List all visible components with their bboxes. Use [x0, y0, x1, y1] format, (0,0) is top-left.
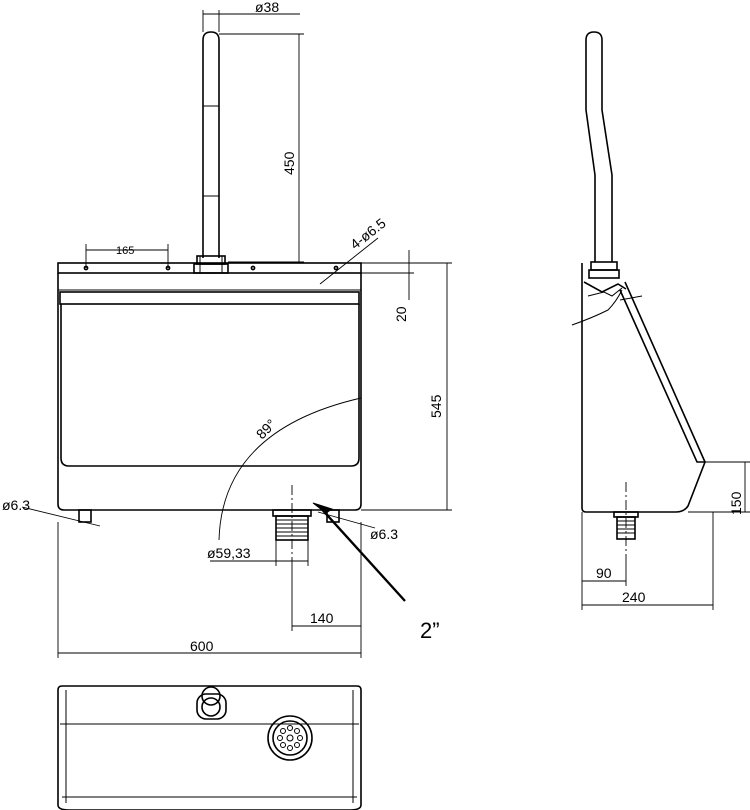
dim-pipe-height: 450 — [219, 33, 304, 263]
top-offset-label: 20 — [393, 306, 409, 322]
left-foot — [78, 509, 92, 523]
top-pipe-fitting — [196, 686, 227, 720]
angle-label: 89° — [253, 416, 279, 442]
dim-total-width: 600 — [57, 522, 362, 658]
right-hole-label: ø6.3 — [370, 526, 398, 542]
dim-outlet-size: 2” — [312, 502, 440, 643]
body-height-label: 545 — [428, 394, 444, 418]
dim-top-offset: 20 — [361, 250, 452, 322]
holes-label: 4-ø6.5 — [347, 215, 389, 253]
dim-side-outlet-depth: 90 — [581, 512, 627, 610]
dim-outlet-offset: 140 — [291, 522, 362, 631]
outlet-size-label: 2” — [420, 618, 440, 643]
dim-body-height: 545 — [361, 263, 452, 511]
side-depth-label: 240 — [622, 589, 646, 605]
hole-spacing-label: 165 — [116, 245, 134, 257]
front-pipe — [193, 31, 229, 274]
front-view: ø38 450 165 4-ø6.5 20 545 — [2, 0, 452, 658]
top-view — [57, 685, 362, 810]
dim-hole-spacing: 165 — [85, 244, 169, 268]
left-hole-label: ø6.3 — [2, 497, 30, 513]
side-outlet-depth-label: 90 — [596, 565, 612, 581]
dim-left-hole: ø6.3 — [2, 497, 101, 527]
side-view: 90 240 150 — [571, 31, 750, 610]
front-outlet — [272, 485, 312, 565]
top-drain — [267, 715, 313, 761]
pipe-height-label: 450 — [281, 151, 297, 175]
dim-side-depth: 240 — [582, 512, 714, 610]
side-tank — [571, 263, 707, 513]
total-width-label: 600 — [190, 638, 214, 654]
top-hole — [333, 265, 339, 271]
front-tank — [57, 262, 362, 523]
outlet-offset-label: 140 — [310, 610, 334, 626]
top-hole — [250, 265, 256, 271]
outlet-diameter-label: ø59,33 — [207, 545, 251, 561]
pipe-diameter-label: ø38 — [255, 0, 279, 15]
side-bottom-height-label: 150 — [728, 491, 744, 515]
side-pipe — [585, 31, 620, 279]
dim-side-bottom-height: 150 — [688, 461, 750, 515]
dim-outlet-diameter: ø59,33 — [207, 540, 309, 566]
dim-pipe-diameter: ø38 — [202, 0, 300, 32]
side-outlet — [613, 482, 639, 560]
